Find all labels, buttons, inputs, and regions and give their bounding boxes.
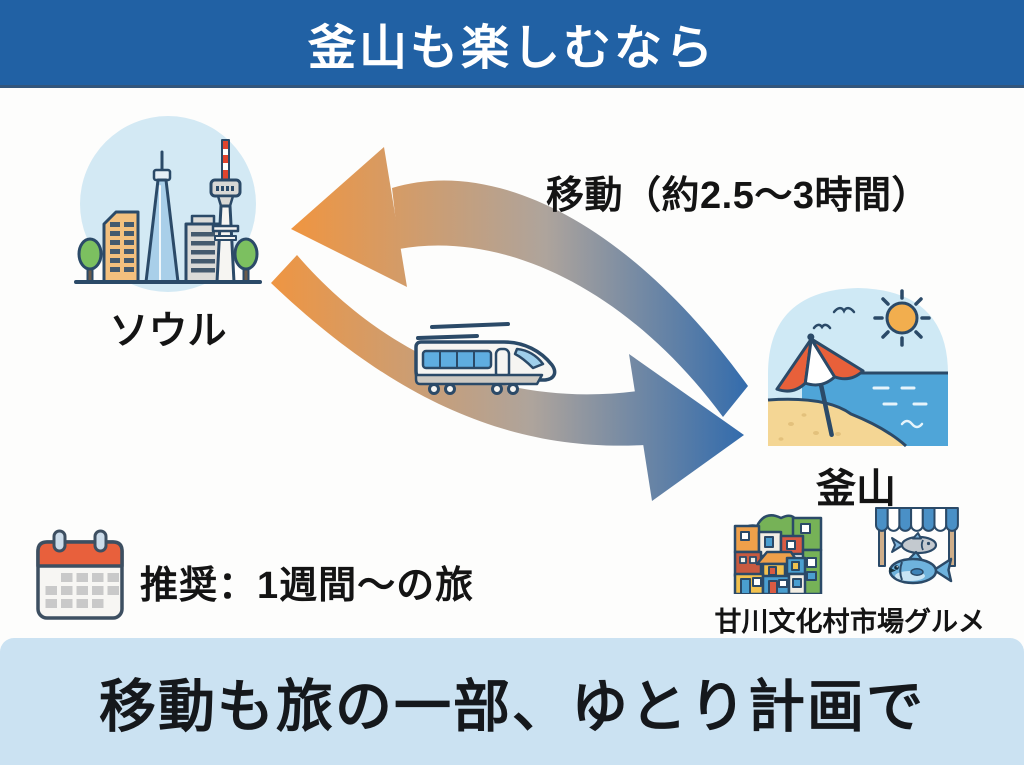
arrow-to-seoul-icon	[291, 147, 748, 417]
namsan-tower-icon	[209, 139, 242, 284]
origin-label: ソウル	[109, 310, 227, 353]
beach-sand	[768, 399, 906, 446]
bottom-banner-title: 移動も旅の一部、ゆとり計画で	[99, 674, 925, 739]
tree-icon	[77, 237, 103, 282]
awning	[875, 507, 959, 532]
duration-label: 移動（約2.5〜3時間）	[546, 175, 930, 217]
tree-icon	[233, 237, 259, 282]
sun-icon	[873, 289, 931, 347]
wave-marks	[872, 386, 928, 429]
bottom-banner: 移動も旅の一部、ゆとり計画で	[0, 638, 1024, 765]
beach-icon	[767, 288, 948, 448]
top-banner-title: 釜山も楽しむなら	[307, 21, 716, 75]
calendar-icon	[36, 529, 124, 620]
destination-label: 釜山	[816, 467, 896, 511]
highlight-label-village: 甘川文化村	[714, 607, 850, 637]
market-icon	[875, 507, 959, 585]
big-fish	[888, 550, 953, 585]
orange-building	[102, 210, 140, 284]
highlight-label-market: 市場グルメ	[850, 607, 985, 637]
gray-building	[184, 214, 222, 284]
route-arrows-svg	[271, 147, 748, 501]
route-diagram: ソウル 釜山 移動（約2.5〜3時間） 推奨：1週間〜の旅 甘川文化村 市場グル…	[0, 88, 1024, 638]
recommendation-label: 推奨：1週間〜の旅	[140, 565, 475, 607]
small-fish	[891, 532, 938, 555]
umbrella-icon	[775, 333, 865, 438]
seoul-skyline-icon	[74, 116, 262, 292]
village-icon	[733, 514, 823, 594]
birds-icon	[812, 306, 856, 330]
top-banner: 釜山も楽しむなら	[0, 0, 1024, 88]
train-icon	[414, 322, 557, 395]
sand-speckles	[778, 413, 841, 441]
calendar-dates	[45, 573, 119, 608]
arrow-to-busan-icon	[271, 255, 744, 501]
